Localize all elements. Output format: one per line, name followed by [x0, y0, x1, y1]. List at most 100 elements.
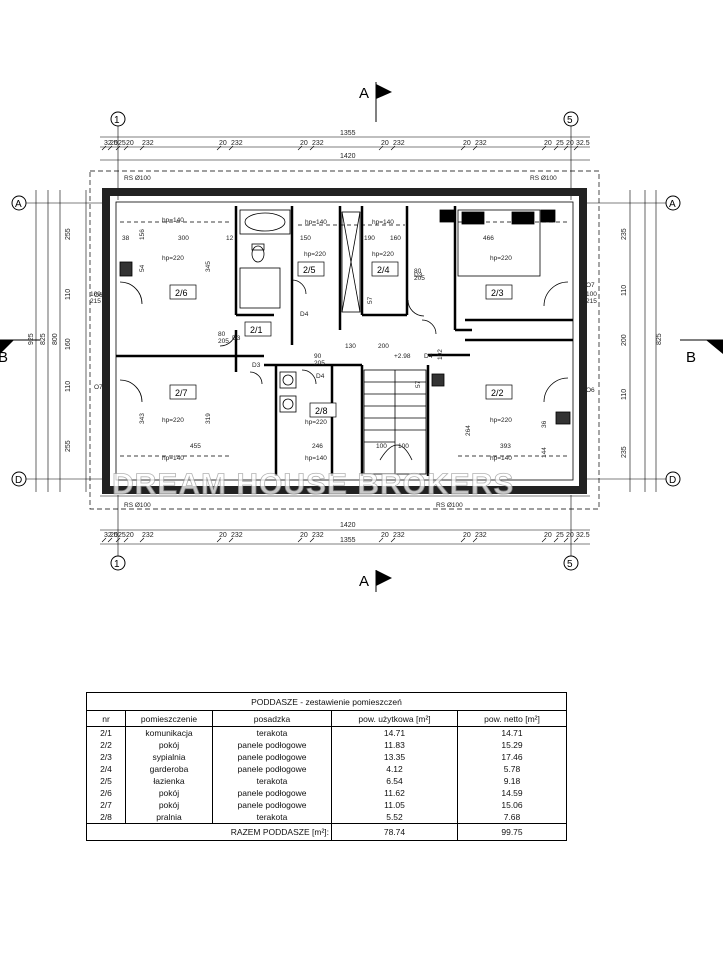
- door-size: 205: [414, 275, 425, 282]
- dim-segment: 20: [463, 140, 471, 147]
- hp-label: hp=220: [304, 251, 326, 258]
- dim-tick: [573, 537, 579, 543]
- rs-label-tl: RS Ø100: [124, 175, 151, 182]
- dim-tick: [460, 537, 466, 543]
- cell-usable: 5.52: [331, 811, 458, 824]
- dim-segment: 32.5: [104, 140, 118, 147]
- cell-room: łazienka: [125, 775, 213, 787]
- dim-segment: 20: [381, 140, 389, 147]
- top-dimension-lines: [100, 136, 590, 545]
- inner-dim: 393: [500, 443, 511, 450]
- cell-room: pralnia: [125, 811, 213, 824]
- level-mark: +2.98: [394, 353, 411, 360]
- dim-inner-width-bottom: 1355: [340, 537, 356, 544]
- axis-1-top: 1: [114, 115, 120, 126]
- dim-segment: 25: [118, 140, 126, 147]
- cell-room: pokój: [125, 739, 213, 751]
- dim-segment: 20: [566, 532, 574, 539]
- door-tag: D4: [316, 373, 325, 380]
- section-label-bottom: A: [359, 573, 369, 590]
- axis-lines: [26, 126, 666, 556]
- dim-segment: 20: [300, 532, 308, 539]
- cell-floor: terakota: [212, 811, 332, 824]
- dim-side-segment: 255: [65, 440, 72, 452]
- col-header-net: pow. netto [m²]: [457, 710, 567, 727]
- dim-overall-width-bottom: 1420: [340, 522, 356, 529]
- dim-tick: [378, 145, 384, 151]
- dim-segment: 20: [126, 140, 134, 147]
- dim-segment: 20: [110, 140, 118, 147]
- dim-side-segment: 255: [65, 228, 72, 240]
- cell-usable: 13.35: [331, 751, 458, 763]
- dim-right-outer: 825: [656, 333, 663, 345]
- cell-usable: 11.05: [331, 799, 458, 811]
- cell-nr: 2/2: [86, 739, 126, 751]
- cell-nr: 2/6: [86, 787, 126, 799]
- window-size: 215: [586, 298, 597, 305]
- dim-tick: [101, 145, 107, 151]
- inner-dim: 246: [312, 443, 323, 450]
- inner-dim: 54: [139, 264, 146, 272]
- hp-label: hp=140: [305, 219, 327, 226]
- dim-tick: [115, 537, 121, 543]
- dim-tick: [101, 537, 107, 543]
- total-label: RAZEM PODDASZE [m²]:: [212, 823, 332, 841]
- total-usable: 78.74: [331, 823, 458, 841]
- section-label-right: B: [686, 349, 696, 366]
- dim-segment: 20: [566, 140, 574, 147]
- dim-segment: 232: [312, 140, 324, 147]
- dim-side-segment: 110: [621, 285, 628, 296]
- dim-tick: [378, 537, 384, 543]
- dim-segment: 20: [544, 140, 552, 147]
- dim-tick: [309, 145, 315, 151]
- dim-tick: [309, 537, 315, 543]
- dim-tick: [573, 145, 579, 151]
- dim-side-segment: 235: [621, 228, 628, 240]
- dim-tick: [553, 537, 559, 543]
- window-tag: O6: [586, 387, 595, 394]
- inner-dim: 36: [541, 420, 548, 428]
- cell-floor: panele podłogowe: [212, 739, 332, 751]
- side-dimension-lines: [35, 190, 657, 492]
- cell-nr: 2/1: [86, 726, 126, 739]
- dim-segment: 25: [556, 532, 564, 539]
- cell-net: 15.29: [457, 739, 567, 751]
- cell-room: komunikacja: [125, 726, 213, 739]
- dim-tick: [139, 537, 145, 543]
- cell-nr: 2/4: [86, 763, 126, 775]
- door-size: 205: [314, 360, 325, 367]
- section-label-left: B: [0, 349, 8, 366]
- room-label-2-4: 2/4: [377, 265, 390, 275]
- dim-segment: 232: [393, 140, 405, 147]
- dim-tick: [563, 145, 569, 151]
- total-net: 99.75: [457, 823, 567, 841]
- axis-1-bottom: 1: [114, 559, 120, 570]
- door-tag: D3: [414, 272, 423, 279]
- dim-tick: [216, 145, 222, 151]
- window-tag: O6: [94, 292, 103, 299]
- dim-tick: [107, 537, 113, 543]
- door-size-labels: 80 205 80 205 90 205 100 215 100 215: [90, 268, 597, 367]
- hp-label: hp=140: [490, 455, 512, 462]
- inner-dim: 156: [139, 229, 146, 240]
- hp-label: hp=220: [162, 417, 184, 424]
- hp-label: hp=140: [372, 219, 394, 226]
- door-window-tags: D3 D4 D4 D3 D3 D4 O6 O7 O7 O6 +2.98: [94, 272, 595, 394]
- window-size: 100: [90, 291, 101, 298]
- door-size: 80: [218, 331, 226, 338]
- inner-dim: 300: [178, 235, 189, 242]
- hp-label: hp=220: [305, 419, 327, 426]
- section-arrow-bottom: A: [359, 570, 392, 592]
- dim-side-segment: 235: [621, 446, 628, 458]
- dim-left-outer-b: 800: [52, 333, 59, 345]
- cell-floor: terakota: [212, 775, 332, 787]
- inner-dim: 455: [190, 443, 201, 450]
- hp-label: hp=220: [162, 255, 184, 262]
- rs-label-br: RS Ø100: [436, 502, 463, 509]
